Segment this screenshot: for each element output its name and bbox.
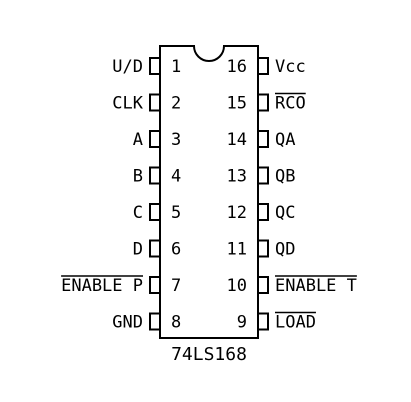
pin-label: CLK xyxy=(112,94,143,114)
pin-bracket xyxy=(258,130,269,148)
pin-label: QC xyxy=(275,203,295,223)
pin-16: 16 Vcc xyxy=(227,57,306,77)
pin-number: 13 xyxy=(227,167,247,187)
pin-label: Vcc xyxy=(275,57,306,77)
pin-13: 13 QB xyxy=(227,166,295,187)
pin-number: 5 xyxy=(171,203,181,223)
pin-bracket xyxy=(149,239,160,258)
pin-number: 16 xyxy=(227,57,247,77)
pin-10: 10 ENABLE T xyxy=(227,275,357,296)
pin-label: RCO xyxy=(275,94,306,114)
part-number-label: 74LS168 xyxy=(171,344,247,365)
pin-number: 9 xyxy=(237,313,247,333)
pin-4: 4B xyxy=(133,166,181,187)
pin-label: ENABLE P xyxy=(61,276,143,296)
pin-bracket xyxy=(149,312,160,331)
pin-label: QD xyxy=(275,240,295,260)
pin-label: QB xyxy=(275,167,295,187)
pin-3: 3A xyxy=(133,130,181,150)
pin-14: 14 QA xyxy=(227,130,295,150)
pin-number: 10 xyxy=(227,276,247,296)
pin-7: 7 ENABLE P xyxy=(61,275,181,296)
pin-bracket xyxy=(149,130,160,148)
pin-bracket xyxy=(258,312,269,331)
pin-bracket xyxy=(149,203,160,221)
pin-number: 7 xyxy=(171,276,181,296)
pin-number: 6 xyxy=(171,240,181,260)
pin-number: 8 xyxy=(171,313,181,333)
pin-number: 1 xyxy=(171,57,181,77)
pin-label: D xyxy=(133,240,143,260)
pin-label: QA xyxy=(275,130,295,150)
pin-bracket xyxy=(258,276,269,294)
pin-number: 3 xyxy=(171,130,181,150)
pin-label: GND xyxy=(112,313,143,333)
pin-number: 12 xyxy=(227,203,247,223)
pin-5: 5C xyxy=(133,203,181,223)
pin-9: 9 LOAD xyxy=(237,311,316,333)
pin-bracket xyxy=(258,57,269,75)
pin-label: B xyxy=(133,167,143,187)
pin-label: A xyxy=(133,130,143,150)
pin-bracket xyxy=(258,239,269,258)
pin-1: 1 U/D xyxy=(112,57,181,77)
pin-number: 15 xyxy=(227,94,247,114)
pin-label: U/D xyxy=(112,57,143,77)
pin-number: 11 xyxy=(227,240,247,260)
pin-label: LOAD xyxy=(275,313,316,333)
pin-bracket xyxy=(258,93,269,112)
pin-15: 15 RCO xyxy=(227,92,306,114)
pin-11: 11 QD xyxy=(227,239,295,260)
pin-2: 2 CLK xyxy=(112,93,181,114)
pin-label: ENABLE T xyxy=(275,276,357,296)
pin-8: 8 GND xyxy=(112,312,181,333)
pin-number: 4 xyxy=(171,167,181,187)
pin-bracket xyxy=(149,276,160,294)
pin-label: C xyxy=(133,203,143,223)
chip-body xyxy=(159,45,259,339)
pin-bracket xyxy=(258,203,269,221)
pin-bracket xyxy=(149,93,160,112)
pin-bracket xyxy=(149,57,160,75)
pin-bracket xyxy=(149,166,160,185)
pin-6: 6D xyxy=(133,239,181,260)
pin-number: 14 xyxy=(227,130,247,150)
pin-12: 12 QC xyxy=(227,203,295,223)
pin-bracket xyxy=(258,166,269,185)
pin-number: 2 xyxy=(171,94,181,114)
